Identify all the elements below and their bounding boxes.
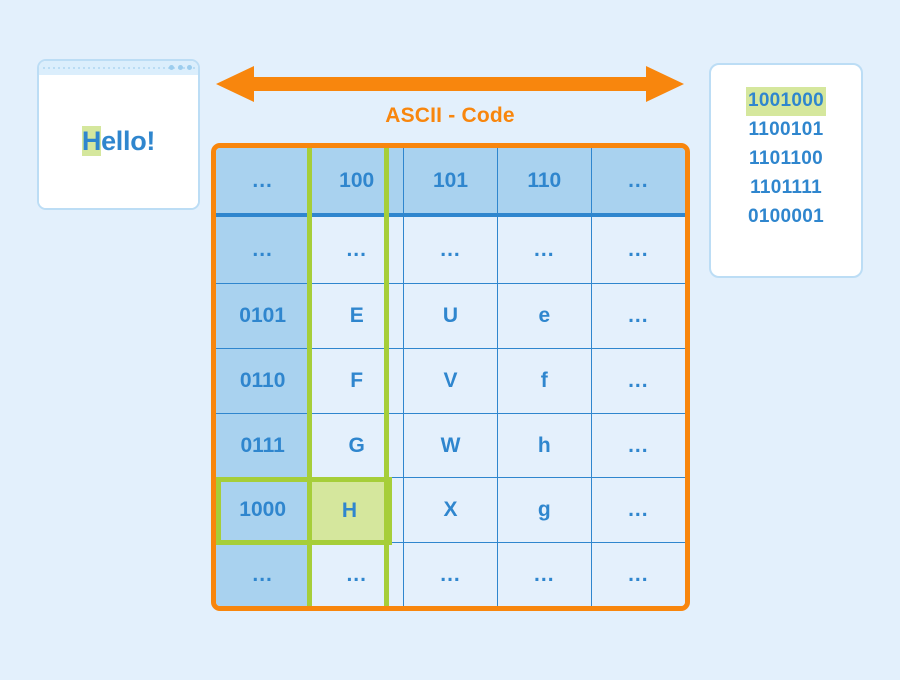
browser-window: Hello! bbox=[37, 59, 200, 210]
table-row: 0110 F V f ... bbox=[216, 348, 685, 414]
table-cell: e bbox=[497, 283, 592, 350]
table-cell: G bbox=[309, 413, 405, 479]
ascii-table-grid: ... 100 101 110 ... ... ... ... ... ... … bbox=[216, 148, 685, 606]
table-cell: ... bbox=[591, 413, 685, 479]
window-controls-dots bbox=[169, 65, 192, 70]
browser-titlebar bbox=[39, 61, 198, 76]
window-dot-3 bbox=[187, 65, 192, 70]
table-row: 0111 G W h ... bbox=[216, 413, 685, 479]
row-key: 0111 bbox=[216, 413, 311, 479]
table-cell: V bbox=[403, 348, 498, 414]
window-dot-2 bbox=[178, 65, 183, 70]
hello-text: Hello! bbox=[81, 126, 156, 157]
hello-remaining-letters: ello! bbox=[101, 126, 156, 156]
table-cell: f bbox=[497, 348, 592, 414]
table-cell: h bbox=[497, 413, 592, 479]
binary-output-card: 1001000 1100101 1101100 1101111 0100001 bbox=[709, 63, 863, 278]
header-cell-101[interactable]: 101 bbox=[403, 148, 498, 218]
table-cell: ... bbox=[497, 215, 592, 285]
table-cell: ... bbox=[591, 477, 685, 544]
header-cell-key: ... bbox=[216, 148, 311, 218]
table-cell: ... bbox=[309, 542, 405, 606]
table-cell: F bbox=[309, 348, 405, 414]
header-cell-110[interactable]: 110 bbox=[497, 148, 592, 218]
hello-highlighted-letter: H bbox=[81, 126, 102, 156]
table-row: 0101 E U e ... bbox=[216, 283, 685, 350]
table-cell: ... bbox=[309, 215, 405, 285]
table-cell: E bbox=[309, 283, 405, 350]
row-key: 0110 bbox=[216, 348, 311, 414]
table-row: ... ... ... ... ... bbox=[216, 542, 685, 606]
ascii-code-label: ASCII - Code bbox=[385, 104, 515, 127]
browser-page-content: Hello! bbox=[39, 75, 198, 208]
table-cell: ... bbox=[497, 542, 592, 606]
table-row: ... ... ... ... ... bbox=[216, 215, 685, 285]
table-header-row: ... 100 101 110 ... bbox=[216, 148, 685, 218]
table-cell: ... bbox=[591, 542, 685, 606]
row-key-highlighted: 1000 bbox=[216, 477, 311, 544]
table-cell: ... bbox=[403, 215, 498, 285]
header-cell-more: ... bbox=[591, 148, 685, 218]
row-key: ... bbox=[216, 542, 311, 606]
double-arrow-icon bbox=[216, 66, 684, 102]
table-cell: U bbox=[403, 283, 498, 350]
table-cell-highlighted bbox=[309, 477, 405, 544]
binary-line: 1101111 bbox=[750, 176, 822, 198]
row-key: ... bbox=[216, 215, 311, 285]
table-cell: ... bbox=[591, 283, 685, 350]
binary-line: 1101100 bbox=[749, 147, 823, 169]
table-cell: X bbox=[403, 477, 498, 544]
table-cell: ... bbox=[403, 542, 498, 606]
binary-line: 0100001 bbox=[747, 205, 825, 227]
binary-line: 1100101 bbox=[748, 118, 824, 140]
binary-line-highlighted: 1001000 bbox=[745, 87, 827, 116]
table-cell: ... bbox=[591, 348, 685, 414]
row-key: 0101 bbox=[216, 283, 311, 350]
table-cell: W bbox=[403, 413, 498, 479]
table-cell: ... bbox=[591, 215, 685, 285]
table-row-highlighted: 1000 X g ... bbox=[216, 477, 685, 544]
table-cell: g bbox=[497, 477, 592, 544]
ascii-code-table: ... 100 101 110 ... ... ... ... ... ... … bbox=[211, 143, 690, 611]
header-cell-100[interactable]: 100 bbox=[309, 148, 405, 218]
window-dot-1 bbox=[169, 65, 174, 70]
